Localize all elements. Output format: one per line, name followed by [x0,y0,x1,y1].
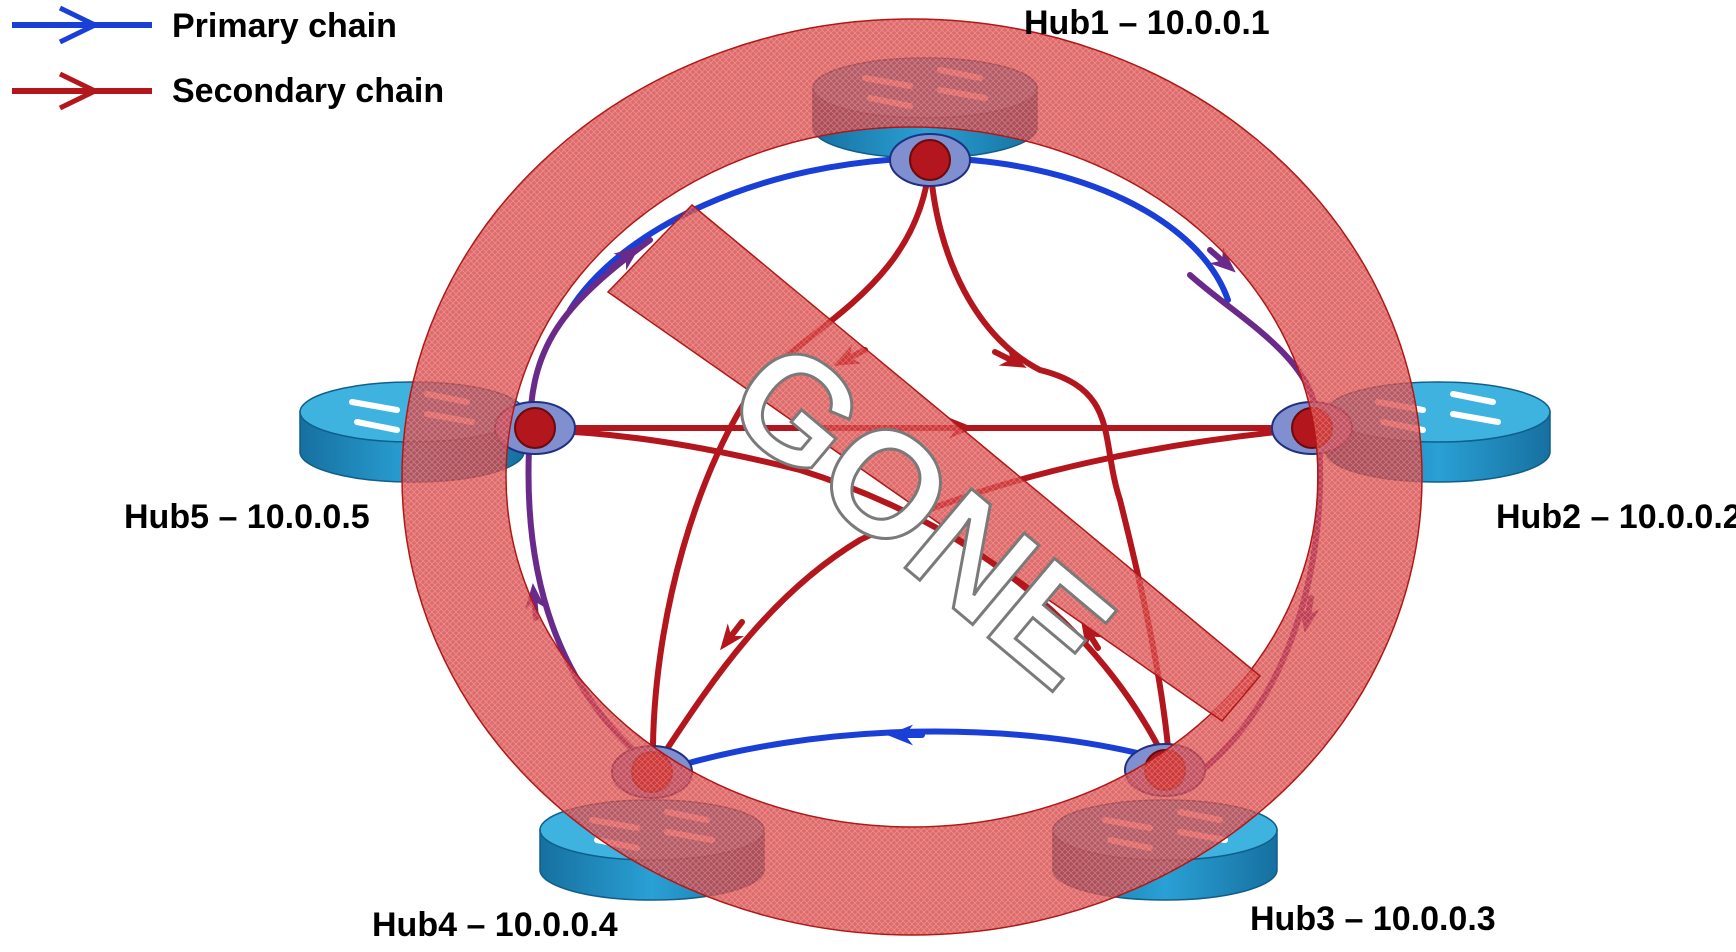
secondary-link-hub2-hub4 [650,425,1321,773]
legend-primary-label: Primary chain [172,7,397,45]
primary-link-hub3-hub4 [652,728,1168,776]
ring-arrow-hub5-hub1 [609,246,641,271]
secondary-link-hub3-hub5 [532,427,1173,773]
gone-text: GONE [698,307,1144,720]
hub1-interface-dot [889,133,971,187]
ring-arrow-hub1-hub2 [1207,247,1236,273]
legend-secondary-arrow [12,71,152,111]
hub3-label: Hub3 – 10.0.0.3 [1250,900,1496,938]
hub2-label: Hub2 – 10.0.0.2 [1496,498,1736,536]
hub4-label: Hub4 – 10.0.0.4 [372,906,618,944]
secondary-arrow-hub3-hub5 [1081,620,1104,651]
legend-secondary-label: Secondary chain [172,72,444,110]
secondary-arrow-hub1-hub3 [992,346,1027,368]
no-sign-ring [401,18,1423,936]
hub1-label: Hub1 – 10.0.0.1 [1024,4,1270,42]
no-sign-slash [606,203,1262,723]
legend: Primary chain Secondary chain [12,5,444,111]
secondary-arrow-hub2-hub4 [720,619,745,651]
primary-link-hub5-hub1 [567,155,933,313]
hub5-label: Hub5 – 10.0.0.5 [124,498,370,536]
legend-primary-arrow [12,5,152,45]
